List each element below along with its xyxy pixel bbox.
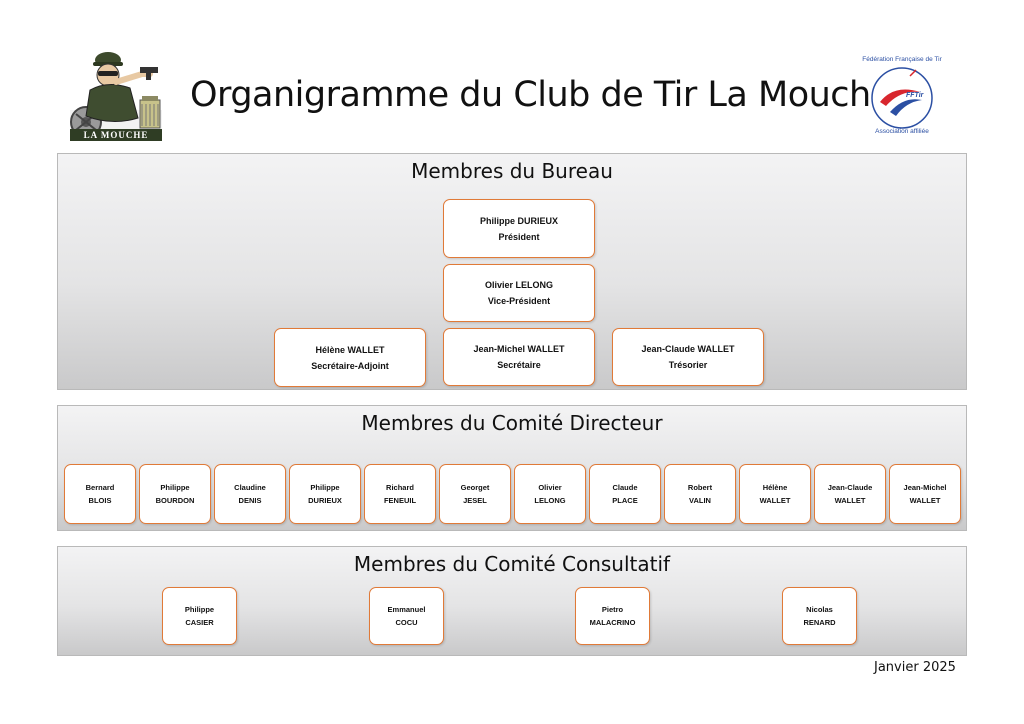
member-last-name: CASIER <box>185 618 214 627</box>
secretary-card: Jean-Michel WALLET Secrétaire <box>443 328 595 386</box>
member-last-name: RENARD <box>803 618 836 627</box>
member-last-name: LELONG <box>534 496 566 505</box>
bureau-section: Membres du Bureau Philippe DURIEUX Prési… <box>57 153 967 390</box>
member-first-name: Nicolas <box>806 605 833 614</box>
member-first-name: Richard <box>386 483 414 492</box>
member-last-name: MALACRINO <box>589 618 636 627</box>
member-first-name: Philippe <box>310 483 340 492</box>
president-card: Philippe DURIEUX Président <box>443 199 595 258</box>
member-first-name: Philippe <box>160 483 190 492</box>
member-last-name: FENEUIL <box>383 496 417 505</box>
vice-president-name: Olivier LELONG <box>484 280 553 290</box>
member-first-name: Jean-Michel <box>903 483 947 492</box>
member-first-name: Jean-Claude <box>827 483 873 492</box>
secretary-role: Secrétaire <box>497 360 541 370</box>
president-name: Philippe DURIEUX <box>479 215 558 226</box>
federation-logo: FFTir Fédération Française de Tir Associ… <box>860 56 944 140</box>
treasurer-card: Jean-Claude WALLET Trésorier <box>612 328 764 386</box>
secretary-assistant-card: Hélène WALLET Secrétaire-Adjoint <box>274 328 426 387</box>
treasurer-name: Jean-Claude WALLET <box>641 344 735 354</box>
bureau-section-title: Membres du Bureau <box>411 159 613 183</box>
member-last-name: DENIS <box>238 496 262 505</box>
federation-logo-text-bottom: Association affiliée <box>875 128 929 135</box>
secretary-assistant-name: Hélène WALLET <box>315 344 385 355</box>
member-last-name: VALIN <box>689 496 711 505</box>
member-first-name: Olivier <box>538 483 562 492</box>
comite-directeur-section-title: Membres du Comité Directeur <box>361 411 663 435</box>
federation-logo-text-top: Fédération Française de Tir <box>862 56 942 63</box>
member-first-name: Claude <box>612 483 638 492</box>
page-title: Organigramme du Club de Tir La Mouche <box>190 75 892 115</box>
vice-president-card: Olivier LELONG Vice-Président <box>443 264 595 322</box>
member-first-name: Bernard <box>85 483 115 492</box>
member-last-name: WALLET <box>909 496 941 505</box>
club-logo-text: LA MOUCHE <box>83 130 149 140</box>
secretary-assistant-role: Secrétaire-Adjoint <box>311 360 389 371</box>
member-first-name: Robert <box>687 483 713 492</box>
comite-consultatif-section-title: Membres du Comité Consultatif <box>353 552 671 576</box>
member-first-name: Philippe <box>184 605 215 614</box>
member-first-name: Georget <box>460 483 490 492</box>
secretary-name: Jean-Michel WALLET <box>473 344 565 354</box>
member-last-name: COCU <box>395 618 418 627</box>
member-first-name: Pietro <box>601 605 624 614</box>
member-first-name: Claudine <box>234 483 266 492</box>
member-last-name: JESEL <box>463 496 487 505</box>
club-logo: LA MOUCHE <box>68 50 164 142</box>
member-last-name: WALLET <box>834 496 866 505</box>
member-last-name: DURIEUX <box>308 496 342 505</box>
treasurer-role: Trésorier <box>668 360 708 370</box>
document-date: Janvier 2025 <box>874 660 956 675</box>
member-last-name: PLACE <box>612 496 638 505</box>
member-first-name: Hélène <box>762 483 788 492</box>
member-first-name: Emmanuel <box>387 605 426 614</box>
president-role: Président <box>498 231 540 242</box>
member-last-name: BLOIS <box>88 496 112 505</box>
member-last-name: WALLET <box>759 496 791 505</box>
federation-logo-mark: FFTir <box>906 92 924 99</box>
member-last-name: BOURDON <box>155 496 195 505</box>
vice-president-role: Vice-Président <box>487 296 551 306</box>
